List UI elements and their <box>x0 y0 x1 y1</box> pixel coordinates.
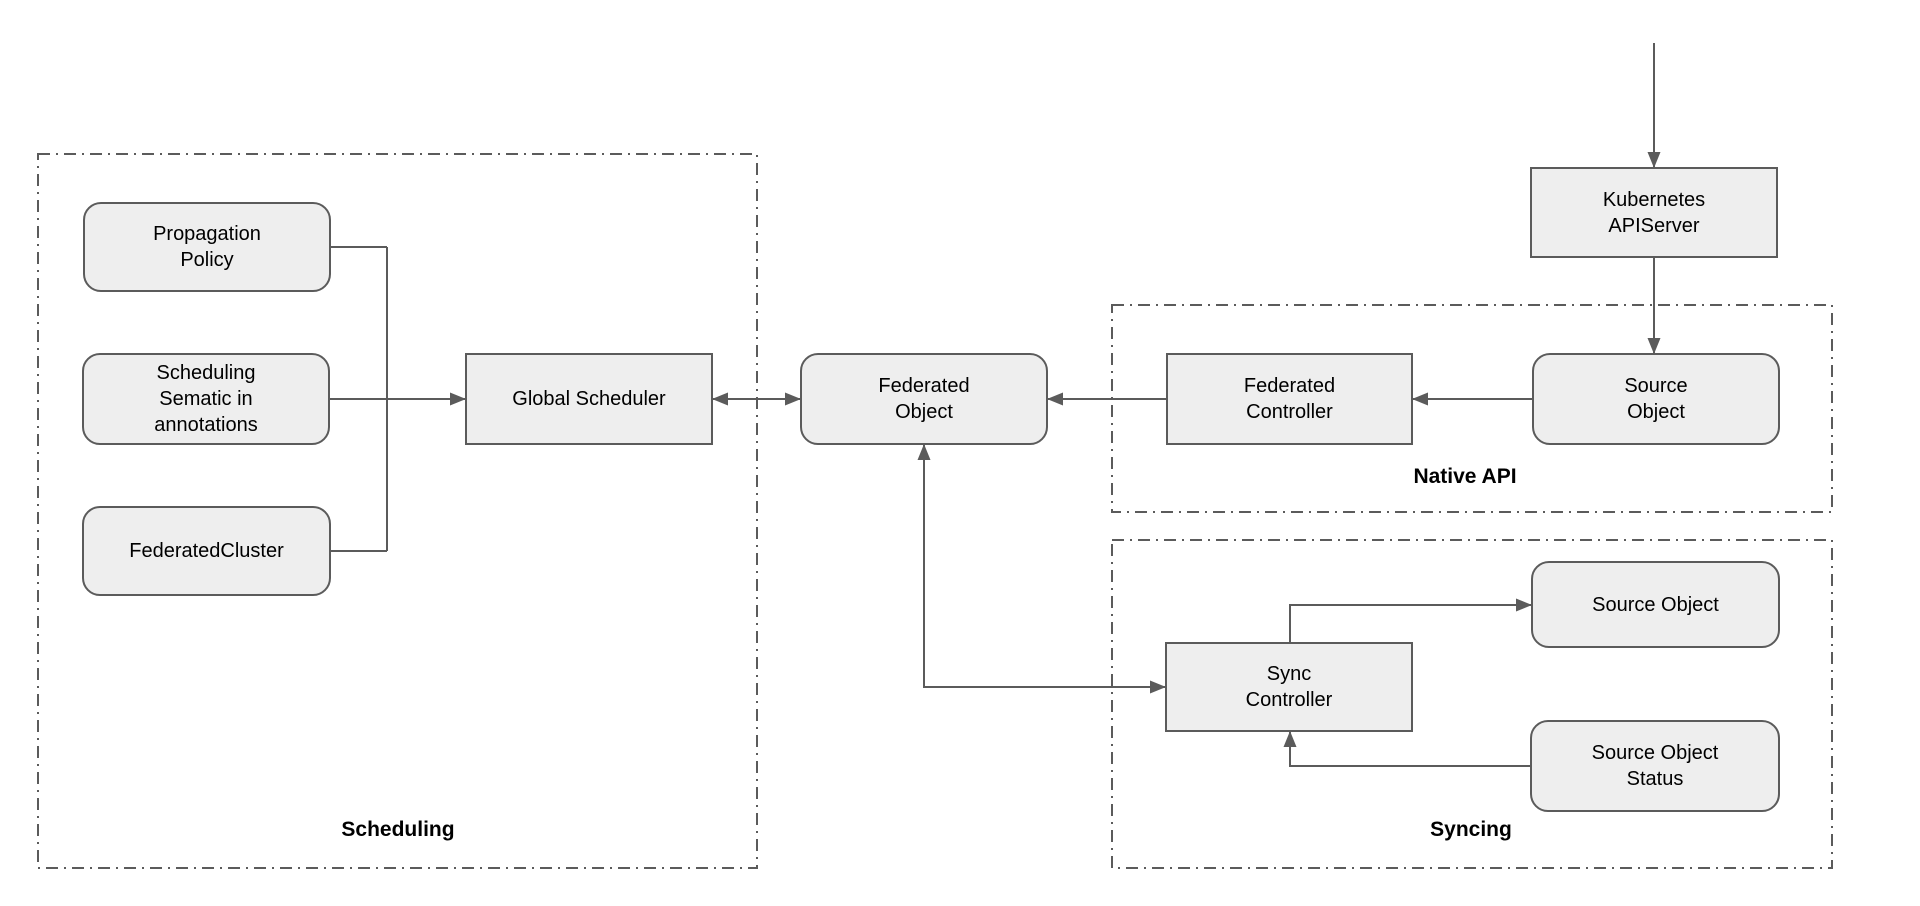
node-sync-controller: Sync Controller <box>1165 642 1413 732</box>
node-kubernetes-apiserver-label: Kubernetes APIServer <box>1602 188 1706 237</box>
node-source-object-syncing-label: Source Object <box>1592 593 1719 616</box>
node-federated-object: Federated Object <box>800 353 1048 445</box>
node-source-object-status: Source Object Status <box>1530 720 1780 812</box>
node-sync-controller-label: Sync Controller <box>1245 663 1333 711</box>
node-propagation-policy: Propagation Policy <box>83 202 331 292</box>
syncing-group-label: Syncing <box>1430 818 1512 841</box>
node-federated-controller-label: Federated Controller <box>1243 375 1336 423</box>
scheduling-group-label: Scheduling <box>341 818 455 841</box>
node-source-object-status-label: Source Object Status <box>1591 742 1719 790</box>
node-federated-object-label: Federated Object <box>878 375 970 423</box>
node-kubernetes-apiserver: Kubernetes APIServer <box>1530 167 1778 258</box>
arrow-federated-object-sync-controller-bidirectional <box>917 444 1166 694</box>
node-scheduling-sematic-label: Scheduling Sematic in annotations <box>154 362 258 436</box>
node-propagation-policy-label: Propagation Policy <box>153 223 261 271</box>
arrow-source-object-status-to-sync-controller <box>1283 731 1530 767</box>
node-federated-controller: Federated Controller <box>1166 353 1413 445</box>
node-federated-cluster: FederatedCluster <box>82 506 331 596</box>
node-global-scheduler: Global Scheduler <box>465 353 713 445</box>
native-api-group-border <box>1111 304 1833 513</box>
node-global-scheduler-label: Global Scheduler <box>512 388 666 410</box>
node-federated-cluster-label: FederatedCluster <box>129 540 284 562</box>
node-source-object-syncing: Source Object <box>1531 561 1780 648</box>
node-source-object-native-api-label: Source Object <box>1624 375 1688 423</box>
node-source-object-native-api: Source Object <box>1532 353 1780 445</box>
arrow-sync-controller-to-source-object <box>1289 598 1532 642</box>
scheduling-group-border <box>37 153 758 869</box>
native-api-group-label: Native API <box>1413 465 1517 488</box>
syncing-group-border <box>1111 539 1833 869</box>
node-scheduling-sematic: Scheduling Sematic in annotations <box>82 353 330 445</box>
